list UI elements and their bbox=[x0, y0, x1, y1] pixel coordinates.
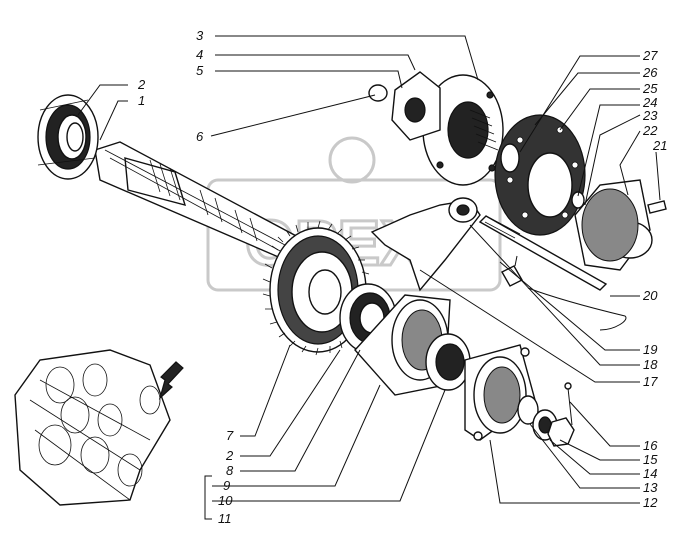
label-3: 3 bbox=[196, 28, 204, 43]
label-27: 27 bbox=[642, 48, 658, 63]
label-21: 21 bbox=[652, 138, 667, 153]
label-22: 22 bbox=[642, 123, 658, 138]
label-8: 8 bbox=[226, 463, 234, 478]
label-7: 7 bbox=[226, 428, 234, 443]
part-number-labels: 2 1 3 4 5 6 7 2 8 9 10 11 12 13 14 15 16… bbox=[137, 28, 667, 526]
label-19: 19 bbox=[643, 342, 657, 357]
label-15: 15 bbox=[643, 452, 658, 467]
label-24: 24 bbox=[642, 95, 657, 110]
end-cover bbox=[464, 344, 536, 441]
bearing-housing-flange bbox=[354, 294, 471, 396]
label-11: 11 bbox=[218, 511, 232, 526]
label-10: 10 bbox=[218, 493, 233, 508]
bearing-left bbox=[37, 94, 99, 180]
hub-cover bbox=[574, 179, 667, 271]
label-13: 13 bbox=[643, 480, 658, 495]
label-5: 5 bbox=[196, 63, 204, 78]
label-4: 4 bbox=[196, 47, 203, 62]
label-12: 12 bbox=[643, 495, 658, 510]
label-25: 25 bbox=[642, 81, 658, 96]
label-14: 14 bbox=[643, 466, 657, 481]
label-2-top: 2 bbox=[137, 77, 146, 92]
gearbox-inset bbox=[14, 349, 184, 506]
label-18: 18 bbox=[643, 357, 658, 372]
main-shaft bbox=[94, 141, 301, 263]
label-6: 6 bbox=[196, 129, 204, 144]
arrow-indicator-icon bbox=[158, 361, 184, 400]
label-20: 20 bbox=[642, 288, 658, 303]
label-26: 26 bbox=[642, 65, 658, 80]
label-9: 9 bbox=[223, 478, 230, 493]
label-2-bottom: 2 bbox=[225, 448, 234, 463]
washer-nut-group bbox=[517, 382, 575, 447]
label-1: 1 bbox=[138, 93, 145, 108]
label-23: 23 bbox=[642, 108, 658, 123]
label-16: 16 bbox=[643, 438, 658, 453]
leader-lines bbox=[77, 35, 661, 520]
flange-with-spring bbox=[422, 74, 504, 186]
brake-disc bbox=[494, 114, 586, 236]
small-ring-and-bracket bbox=[368, 71, 441, 141]
shift-fork bbox=[370, 197, 481, 292]
label-17: 17 bbox=[643, 374, 658, 389]
